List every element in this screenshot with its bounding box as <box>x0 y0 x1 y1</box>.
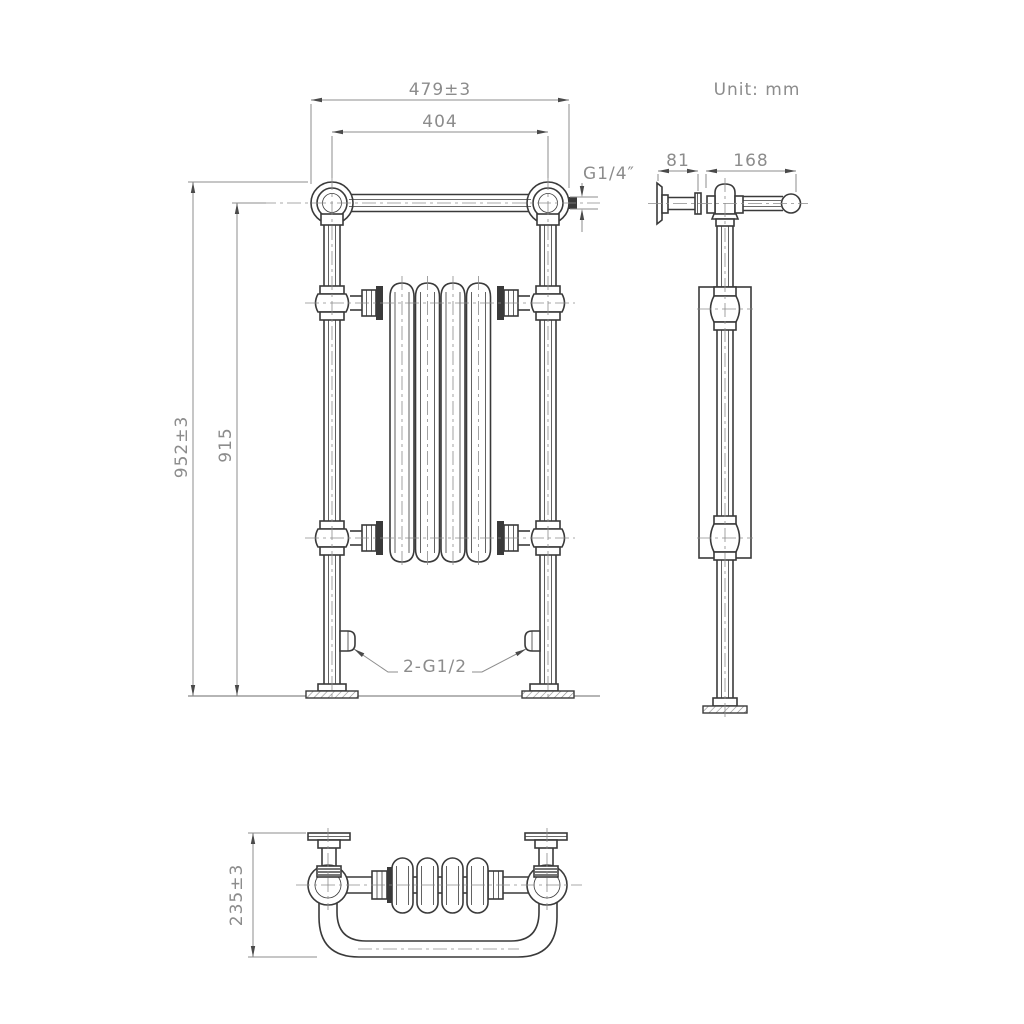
dim-label-center-height: 915 <box>216 427 236 462</box>
dim-label-overall-width: 479±3 <box>409 80 472 100</box>
radiator-columns <box>389 282 492 563</box>
dim-label-bracket-depth: 81 <box>666 151 690 171</box>
front-view: 479±3 404 952±3 915 <box>172 80 635 700</box>
plan-radiator-lobes <box>391 857 489 914</box>
top-rail <box>310 181 577 226</box>
side-view: 81 168 <box>648 151 808 718</box>
side-top-tee <box>706 183 802 227</box>
inlet-label: 2-G1/2 <box>403 657 467 677</box>
dim-center-width: 404 <box>331 112 549 178</box>
dim-overall-height: 952±3 <box>172 181 308 696</box>
dim-label-rail-depth: 168 <box>733 151 768 171</box>
inlet-bosses <box>339 630 541 652</box>
plan-u-bar <box>318 898 558 958</box>
dim-label-overall-depth: 235±3 <box>227 864 247 927</box>
plan-view: 235±3 <box>227 828 582 958</box>
dim-bracket-depth: 81 <box>657 151 699 191</box>
inlet-callout: 2-G1/2 <box>353 648 527 677</box>
air-vent-callout: G1/4″ <box>570 164 635 232</box>
front-centerlines <box>262 176 600 700</box>
dim-overall-width: 479±3 <box>310 80 570 188</box>
dim-label-overall-height: 952±3 <box>172 416 192 479</box>
dim-label-center-width: 404 <box>422 112 457 132</box>
dim-center-height: 915 <box>216 202 266 696</box>
side-centerlines <box>648 178 808 718</box>
unit-note: Unit: mm <box>714 80 801 100</box>
dim-rail-depth: 168 <box>705 151 797 192</box>
dim-overall-depth: 235±3 <box>227 832 317 958</box>
plan-centerlines <box>296 828 582 950</box>
plan-clamps <box>316 865 559 878</box>
right-leg <box>539 225 557 684</box>
air-vent-label: G1/4″ <box>583 164 635 184</box>
